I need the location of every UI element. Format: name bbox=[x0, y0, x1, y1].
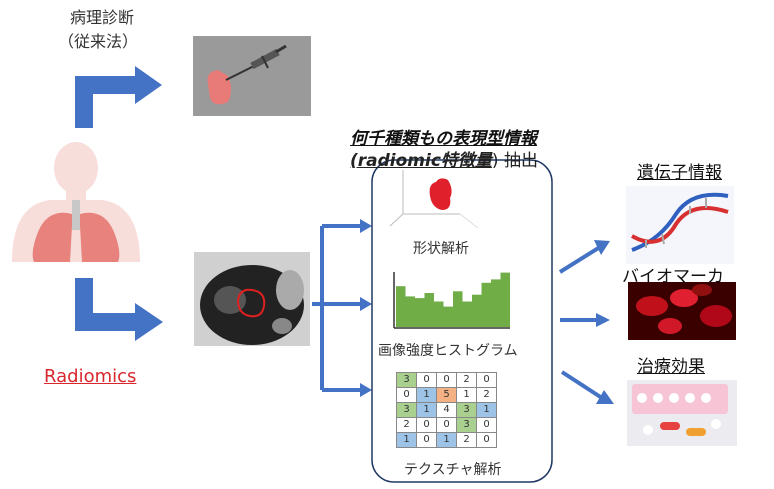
matrix-cell: 1 bbox=[396, 432, 417, 448]
histogram-bar bbox=[472, 294, 482, 327]
matrix-cell: 0 bbox=[436, 417, 457, 433]
histogram-bar bbox=[434, 301, 444, 327]
torso-lungs-illustration bbox=[12, 142, 140, 262]
histogram-bar bbox=[405, 296, 415, 327]
output-arrows bbox=[558, 240, 614, 404]
arrow-fan-to-features bbox=[312, 219, 372, 397]
matrix-cell: 1 bbox=[416, 402, 437, 418]
pills-image bbox=[627, 380, 737, 446]
matrix-cell: 1 bbox=[416, 387, 437, 403]
matrix-cell: 1 bbox=[436, 432, 457, 448]
radiomics-label: Radiomics bbox=[44, 366, 137, 387]
matrix-cell: 5 bbox=[436, 387, 457, 403]
pathology-title: 病理診断 bbox=[70, 8, 135, 27]
matrix-cell: 2 bbox=[456, 372, 477, 388]
matrix-cell: 0 bbox=[476, 417, 497, 433]
biopsy-image bbox=[193, 36, 311, 116]
shape-plot bbox=[389, 170, 479, 229]
histogram-bar bbox=[453, 291, 463, 327]
dna-image bbox=[626, 186, 734, 264]
matrix-cell: 0 bbox=[476, 372, 497, 388]
histogram-label: 画像強度ヒストグラム bbox=[378, 343, 518, 359]
matrix-cell: 1 bbox=[456, 387, 477, 403]
matrix-cell: 3 bbox=[456, 417, 477, 433]
matrix-cell: 0 bbox=[416, 372, 437, 388]
matrix-cell: 3 bbox=[456, 402, 477, 418]
histogram-bar bbox=[396, 286, 406, 327]
feature-header-italic: (radiomic特徴量 bbox=[350, 151, 492, 171]
feature-header-tail: ) 抽出 bbox=[491, 151, 538, 171]
matrix-cell: 0 bbox=[396, 387, 417, 403]
histogram-bar bbox=[462, 301, 472, 327]
histogram-bar bbox=[443, 306, 453, 327]
treatment-effect-label: 治療効果 bbox=[637, 357, 705, 377]
intensity-histogram bbox=[393, 272, 510, 329]
histogram-bar bbox=[424, 293, 434, 327]
matrix-cell: 0 bbox=[436, 372, 457, 388]
matrix-cell: 0 bbox=[416, 417, 437, 433]
matrix-cell: 2 bbox=[476, 387, 497, 403]
arrow-to-ct bbox=[75, 278, 163, 341]
texture-analysis-label: テクスチャ解析 bbox=[404, 462, 502, 478]
matrix-cell: 3 bbox=[396, 402, 417, 418]
matrix-cell: 0 bbox=[476, 432, 497, 448]
matrix-cell: 0 bbox=[416, 432, 437, 448]
matrix-cell: 3 bbox=[396, 372, 417, 388]
feature-box bbox=[371, 159, 553, 483]
gene-info-label: 遺伝子情報 bbox=[637, 163, 722, 183]
biomarker-image bbox=[628, 282, 736, 340]
pathology-subtitle: （従来法） bbox=[58, 32, 139, 51]
matrix-cell: 2 bbox=[396, 417, 417, 433]
matrix-cell: 2 bbox=[456, 432, 477, 448]
matrix-cell: 1 bbox=[476, 402, 497, 418]
biomarker-label: バイオマーカ bbox=[622, 267, 724, 287]
histogram-bar bbox=[500, 272, 510, 327]
histogram-bar bbox=[481, 282, 491, 327]
ct-scan-image bbox=[194, 252, 310, 346]
matrix-cell: 4 bbox=[436, 402, 457, 418]
histogram-bar bbox=[415, 298, 425, 327]
feature-header-line2: (radiomic特徴量) 抽出 bbox=[350, 146, 538, 171]
histogram-bar bbox=[491, 279, 501, 327]
feature-header-line1: 何千種類もの表現型情報 bbox=[350, 129, 537, 149]
shape-analysis-label: 形状解析 bbox=[413, 241, 469, 257]
arrow-to-pathology bbox=[75, 66, 162, 128]
